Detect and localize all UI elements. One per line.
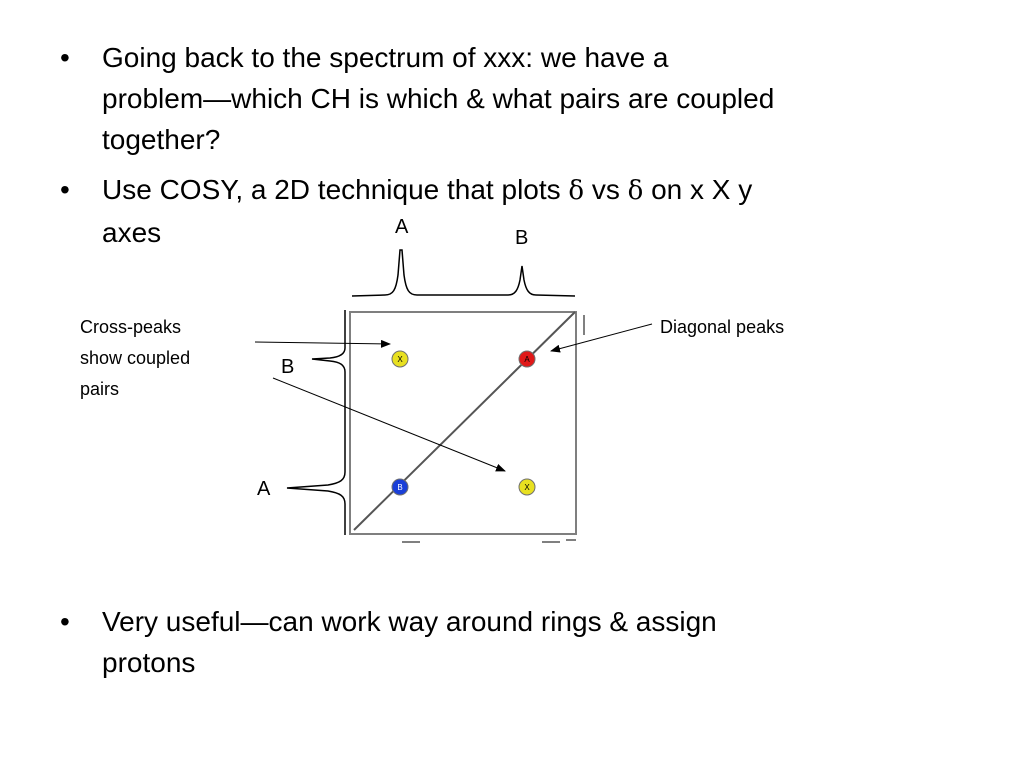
cross-peak-lower-dot bbox=[518, 478, 536, 496]
bullet-2-line-1: Use COSY, a 2D technique that plots δ vs… bbox=[102, 169, 752, 212]
bullet-2-line-2: axes bbox=[102, 217, 162, 248]
annotation-cross-peaks: Cross-peaks show coupled pairs bbox=[80, 317, 195, 399]
diagonal-line bbox=[353, 311, 576, 531]
annotation-cross-peaks-line-3: pairs bbox=[80, 379, 119, 399]
diagonal-peak-a-dot bbox=[518, 350, 536, 368]
cross-peak-upper-dot bbox=[391, 350, 409, 368]
bullet-2-text-mid: vs bbox=[584, 174, 628, 205]
bullet-1-line-3: together? bbox=[102, 124, 221, 155]
annotation-diagonal-peaks: Diagonal peaks bbox=[660, 317, 784, 337]
top-1d-spectrum bbox=[351, 249, 576, 297]
arrow-to-lower-cross-peak bbox=[272, 377, 506, 472]
bullet-marker: • bbox=[60, 42, 70, 73]
annotation-cross-peaks-line-1: Cross-peaks bbox=[80, 317, 181, 337]
arrow-to-diagonal-peak bbox=[550, 323, 653, 353]
diagonal-peak-b-dot bbox=[391, 478, 409, 496]
bullet-2-text-before: Use COSY, a 2D technique that plots bbox=[102, 174, 569, 205]
diagonal-peak-a-label: A bbox=[524, 355, 530, 364]
bullet-1-line-2: problem—which CH is which & what pairs a… bbox=[102, 83, 775, 114]
diagonal-peak-b: B bbox=[391, 478, 409, 496]
bottom-axis-fragment bbox=[350, 539, 576, 543]
bullet-3-line-2: protons bbox=[102, 647, 196, 678]
cross-peak-lower-label: X bbox=[524, 483, 530, 492]
left-1d-spectrum bbox=[286, 310, 346, 535]
axis-label-left-a: A bbox=[257, 478, 271, 500]
diagonal-peak-a: A bbox=[518, 350, 536, 368]
bullet-2-text-after: on x X y bbox=[643, 174, 753, 205]
arrow-to-upper-cross-peak bbox=[254, 339, 391, 348]
cosy-2d-frame bbox=[349, 311, 577, 535]
delta-symbol: δ bbox=[627, 176, 644, 206]
bullet-3-line-1: Very useful—can work way around rings & … bbox=[102, 606, 717, 637]
bullet-marker: • bbox=[60, 174, 70, 205]
annotation-cross-peaks-line-2: show coupled bbox=[80, 348, 190, 368]
cross-peak-upper-label: X bbox=[397, 355, 403, 364]
cross-peak-lower: X bbox=[518, 478, 536, 496]
axis-label-top-a: A bbox=[395, 216, 409, 238]
bullet-marker: • bbox=[60, 606, 70, 637]
axis-label-left-b: B bbox=[281, 356, 294, 378]
axis-label-top-b: B bbox=[515, 227, 528, 249]
bullet-1-line-1: Going back to the spectrum of xxx: we ha… bbox=[102, 42, 669, 73]
delta-symbol: δ bbox=[568, 176, 585, 206]
diagonal-peak-b-label: B bbox=[397, 483, 402, 492]
cross-peak-upper: X bbox=[391, 350, 409, 368]
